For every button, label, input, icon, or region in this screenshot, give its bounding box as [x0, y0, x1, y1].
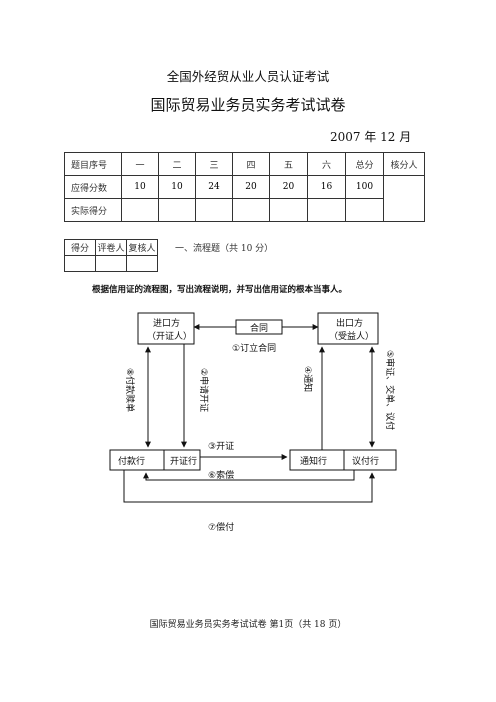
advising-bank-label: 通知行	[300, 455, 327, 467]
score-row-points: 应得分数 10 10 24 20 20 16 100	[64, 175, 425, 222]
importer-label: 进口方	[153, 317, 180, 329]
paying-issuing-bank-node: 付款行 开证行	[109, 449, 201, 471]
actual-score-cell[interactable]	[195, 198, 233, 222]
contract-node: 合同	[193, 319, 319, 335]
grading-header-row: 得分 评卷人 复核人	[64, 239, 158, 256]
contract-label: 合同	[250, 322, 268, 334]
actual-score-cell[interactable]	[269, 198, 308, 222]
column-header-grader: 核分人	[383, 152, 425, 176]
step6-arrow	[143, 470, 355, 481]
score-row-actual: 实际得分	[64, 198, 425, 222]
actual-score-cell[interactable]	[232, 198, 270, 222]
points-cell: 24	[195, 175, 233, 199]
score-row-questions: 题目序号 一 二 三 四 五 六 总分 核分人	[64, 152, 425, 176]
section-title: 一、流程题（共 10 分）	[175, 244, 274, 254]
paying-bank-label: 付款行	[118, 455, 145, 467]
step6-label: ⑥索偿	[208, 469, 234, 481]
grader-cell[interactable]	[383, 175, 425, 222]
importer-role-label: （开证人）	[147, 331, 192, 342]
step1-label: ①订立合同	[232, 342, 276, 354]
points-cell: 20	[232, 175, 270, 199]
points-cell-total: 100	[345, 175, 384, 199]
actual-score-cell[interactable]	[121, 198, 159, 222]
step8-label: ⑧付款赎单	[124, 368, 136, 412]
negotiating-bank-label: 议付行	[352, 455, 379, 467]
points-cell: 10	[158, 175, 196, 199]
grading-box: 得分 评卷人 复核人	[64, 239, 158, 272]
grading-input-row	[64, 255, 158, 272]
row-label-actual: 实际得分	[64, 198, 122, 222]
exam-title-line1: 全国外经贸从业人员认证考试	[166, 69, 330, 84]
exporter-label: 出口方	[336, 317, 363, 329]
grading-reviewer-cell[interactable]	[126, 255, 158, 272]
exporter-role-label: （受益人）	[329, 330, 374, 342]
grading-label-reviewer: 复核人	[126, 239, 158, 256]
step7-label: ⑦偿付	[208, 521, 234, 533]
advising-negotiating-bank-node: 通知行 议付行	[289, 449, 397, 471]
points-cell: 16	[307, 175, 346, 199]
column-header-total: 总分	[345, 152, 384, 176]
step4-label: ④通知	[302, 366, 314, 392]
step7-arrow	[123, 470, 375, 503]
actual-score-cell[interactable]	[307, 198, 346, 222]
exporter-node: 出口方 （受益人）	[317, 312, 379, 345]
step3-label: ③开证	[208, 441, 234, 452]
step2-label: ②申请开证	[198, 368, 210, 412]
step5-label: ⑤审证、交单、议付	[384, 350, 396, 430]
page-footer: 国际贸易业务员实务考试试卷 第1页（共 18 页）	[149, 620, 347, 630]
column-header: 三	[195, 152, 233, 176]
section-instruction: 根据信用证的流程图，写出流程说明，并写出信用证的根本当事人。	[92, 285, 348, 295]
importer-node: 进口方 （开证人）	[137, 312, 195, 345]
issuing-bank-label: 开证行	[170, 455, 197, 467]
actual-score-cell-total[interactable]	[345, 198, 384, 222]
exam-title-line2: 国际贸易业务员实务考试试卷	[150, 96, 346, 114]
exam-date: 2007 年 12 月	[330, 130, 412, 144]
score-table: 题目序号 一 二 三 四 五 六 总分 核分人 应得分数 10 10 24 20…	[64, 152, 425, 222]
